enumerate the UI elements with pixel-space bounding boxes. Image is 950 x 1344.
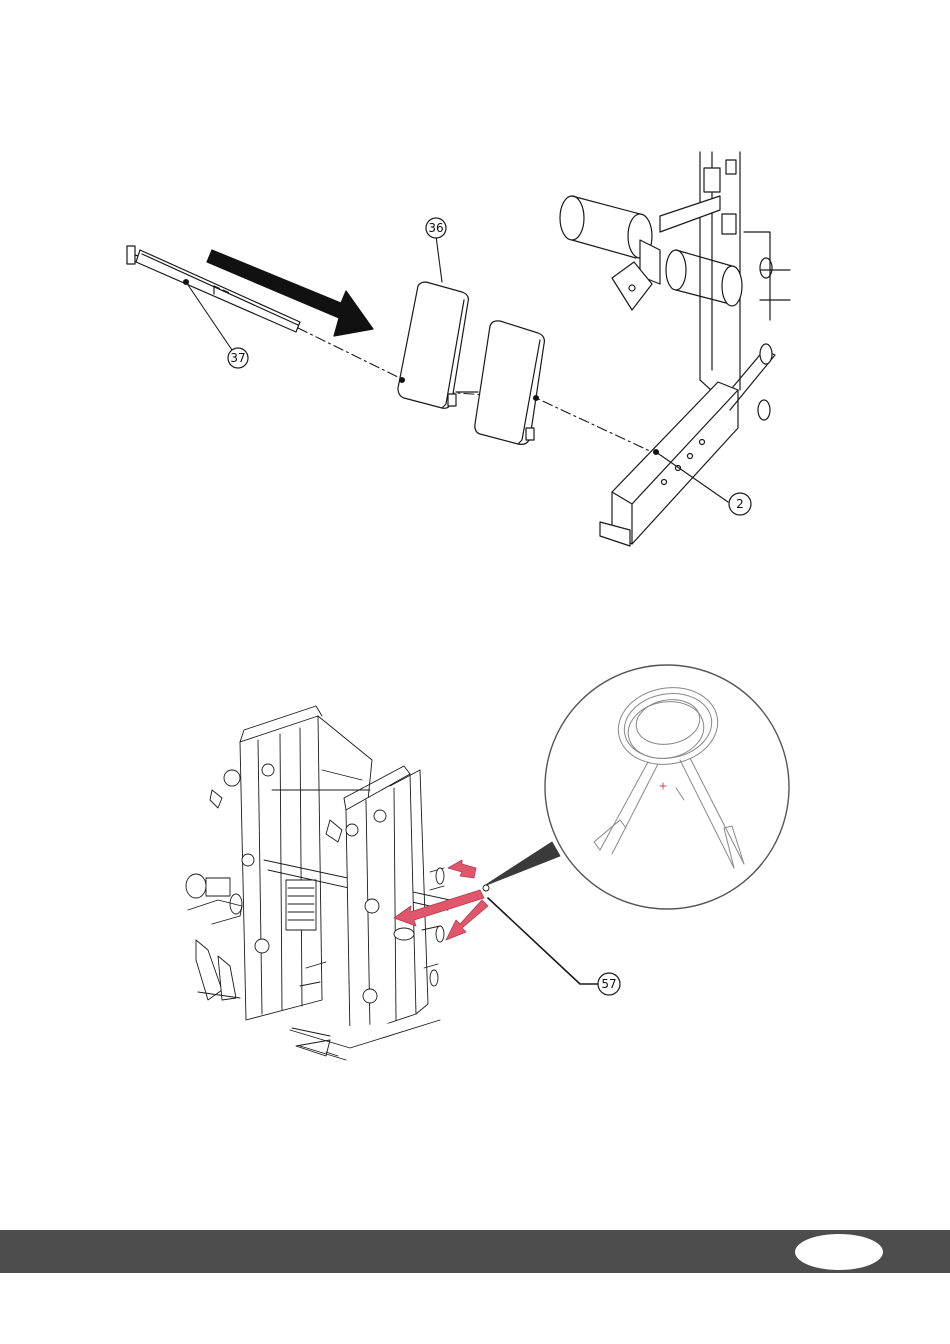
pad-part-36-front [398,282,478,408]
svg-text:37: 37 [230,351,245,365]
detail-zoom-circle [545,665,789,909]
leader-line-57 [488,898,598,984]
zoom-pointer [484,842,560,886]
callout-part-2: 2 [729,493,751,515]
page-number-badge [795,1234,883,1270]
assembly-diagram-step-2: 57 [0,640,950,1100]
svg-text:36: 36 [428,221,443,235]
callout-part-37: 37 [228,348,248,368]
machine-frame [560,152,790,546]
callout-part-57: 57 [598,973,620,995]
svg-text:57: 57 [601,977,616,991]
assembly-diagram-step-1: 37 36 2 [0,0,950,600]
svg-text:2: 2 [736,497,744,511]
red-arrow-upper [448,860,476,878]
callout-part-36: 36 [426,218,446,238]
assembly-guide-line [298,328,652,452]
pad-part-36-rear [475,321,545,445]
